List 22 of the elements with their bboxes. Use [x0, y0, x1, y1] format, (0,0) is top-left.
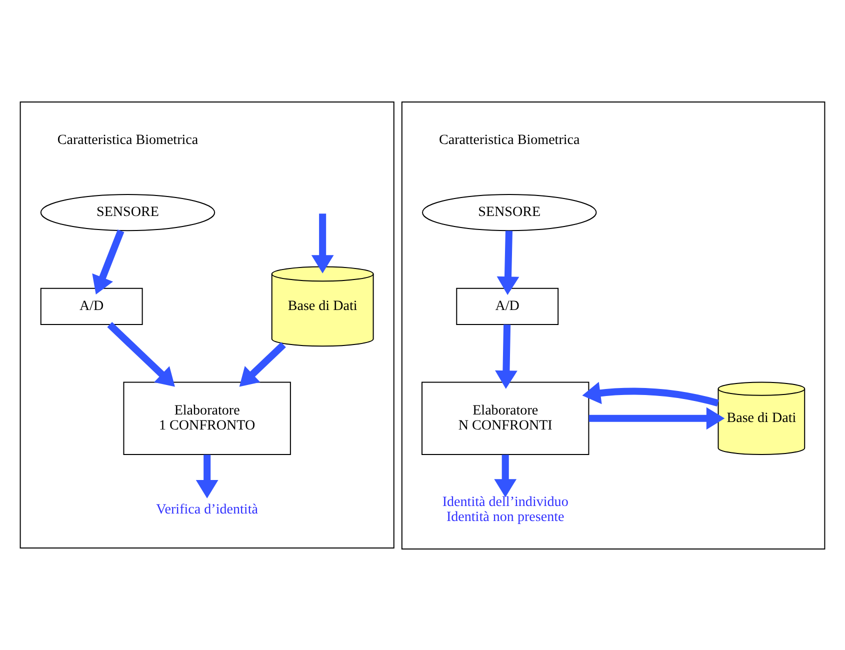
- node-box: A/D: [40, 287, 143, 324]
- arrow: [588, 406, 725, 430]
- arrow: [107, 322, 175, 386]
- arrow: [494, 454, 517, 497]
- arrow: [311, 213, 334, 273]
- node-text: Identità dell’individuo Identità non presente: [442, 493, 568, 525]
- node-box: Elaboratore 1 CONFRONTO: [123, 381, 291, 455]
- node-text: Caratteristica Biometrica: [57, 131, 198, 148]
- arrow: [582, 381, 719, 406]
- arrow: [92, 229, 124, 294]
- node-box: Elaboratore N CONFRONTI: [422, 381, 590, 455]
- node-box: A/D: [456, 287, 559, 324]
- arrow: [196, 454, 218, 498]
- arrow: [239, 342, 286, 386]
- cluster: [20, 101, 394, 548]
- node-text: Caratteristica Biometrica: [438, 131, 580, 148]
- arrow: [495, 324, 518, 388]
- node-text: Verifica d’identità: [156, 501, 258, 517]
- node-ellipse: SENSORE: [40, 193, 216, 231]
- arrow: [496, 230, 520, 294]
- cluster: [401, 101, 826, 549]
- node-ellipse: SENSORE: [422, 193, 597, 231]
